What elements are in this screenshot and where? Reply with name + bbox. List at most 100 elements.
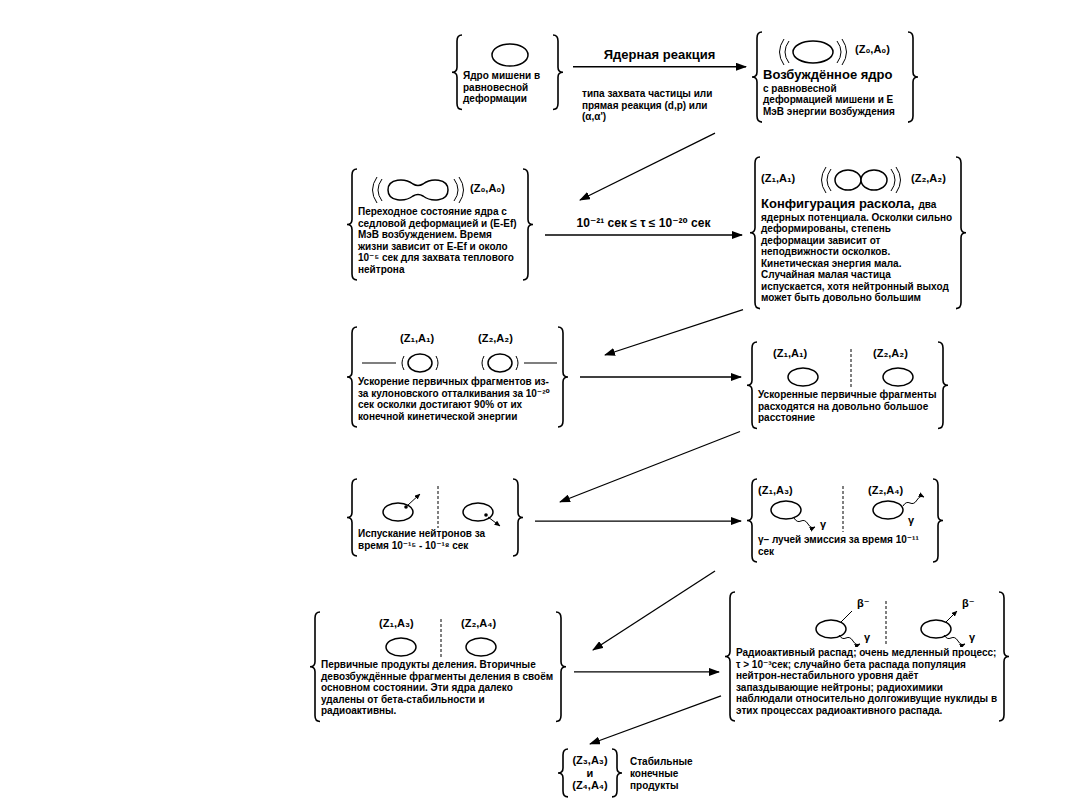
- flow-arrow: [593, 571, 715, 650]
- curly-brace: [747, 342, 948, 429]
- stage-node: (Z₃,A₃) и (Z₄,A₄) Стабильные конечные про…: [566, 752, 708, 794]
- nucleus-illustration: [463, 40, 552, 70]
- stage-description: с равновесной деформацией мишени и E МэВ…: [763, 83, 907, 118]
- curly-brace: [452, 35, 563, 110]
- curly-brace: [725, 592, 1009, 721]
- nuclide-label: β⁻: [857, 597, 870, 610]
- curly-brace: [558, 749, 622, 797]
- braced-box: (Z₀,A₀) Возбуждённое ядрос равновесной де…: [760, 35, 910, 119]
- stage-text: Возбуждённое ядрос равновесной деформаци…: [763, 67, 907, 117]
- stage-description: Ядро мишени в равновесной деформации: [463, 70, 552, 105]
- edge-label: Ядерная реакция: [602, 47, 718, 62]
- nuclide-label: (Z₀,A₀): [470, 182, 505, 195]
- braced-box: (Z₁,A₁) (Z₂,A₂) Конфигурация раскола,два я…: [758, 160, 958, 306]
- stage-description: Переходное состояние ядра с седловой деф…: [358, 206, 522, 275]
- stage-node: (Z₁,A₁) (Z₂,A₂) Конфигурация раскола,два я…: [758, 160, 958, 306]
- nucleus-figure: [463, 40, 552, 70]
- flow-arrow: [545, 234, 742, 235]
- braced-box: (Z₁,A₃) (Z₂,A₄) Первичные продукты деления…: [318, 615, 558, 719]
- stage-heading: Возбуждённое ядро: [763, 67, 907, 83]
- nuclide-label: γ: [864, 631, 870, 644]
- nuclide-label: γ: [908, 514, 914, 527]
- stage-description: Испускание нейтронов за время 10⁻¹⁵ - 10…: [358, 528, 512, 551]
- nuclide-label: γ: [820, 518, 826, 531]
- nucleus-figure: (Z₀,A₀): [358, 174, 522, 206]
- nuclide-label: (Z₂,A₂): [911, 172, 946, 185]
- curly-brace: [347, 479, 523, 556]
- flow-arrow: [574, 671, 719, 672]
- flow-arrow: [580, 376, 741, 377]
- nuclide-label: (Z₁,A₃): [379, 617, 414, 630]
- stage-node: (Z₀,A₀) Возбуждённое ядрос равновесной де…: [760, 35, 910, 119]
- braced-box: (Z₃,A₃) и (Z₄,A₄): [566, 752, 614, 794]
- stage-text: Конфигурация раскола,два ядерных потенци…: [761, 196, 955, 304]
- stage-text: γ– лучей эмиссия за время 10⁻¹¹ сек: [758, 534, 932, 557]
- nucleus-figure: (Z₁,A₁) (Z₂,A₂): [358, 332, 557, 376]
- stage-text: Ускоренные первичные фрагменты расходятс…: [758, 389, 937, 424]
- outside-heading: Стабильные конечные продукты: [630, 756, 708, 792]
- nucleus-figure: (Z₁,A₃) (Z₂,A₄) γ γ: [758, 484, 932, 534]
- curly-brace: [752, 32, 918, 122]
- nuclide-label: (Z₂,A₂): [478, 332, 513, 345]
- nuclide-label: (Z₂,A₄): [868, 484, 903, 497]
- nuclide-label: (Z₁,A₁): [400, 332, 434, 345]
- curly-brace: [750, 157, 966, 309]
- stage-node: Ядро мишени в равновесной деформации: [460, 38, 555, 107]
- nucleus-figure: (Z₁,A₁) (Z₂,A₂): [761, 162, 955, 196]
- stage-description: Ускорение первичных фрагментов из-за кул…: [358, 376, 557, 422]
- curly-brace: [347, 169, 533, 280]
- flow-arrow: [573, 66, 746, 67]
- stage-node: (Z₁,A₃) (Z₂,A₄) Первичные продукты деления…: [318, 615, 558, 719]
- flow-arrow: [535, 520, 741, 521]
- stage-node: (Z₁,A₁) (Z₂,A₂) Ускорение первичных фрагме…: [355, 330, 560, 424]
- braced-box: Ядро мишени в равновесной деформации: [460, 38, 555, 107]
- curly-brace: [747, 479, 943, 562]
- nucleus-figure: (Z₀,A₀): [763, 37, 907, 67]
- stage-text: Испускание нейтронов за время 10⁻¹⁵ - 10…: [358, 528, 512, 551]
- stage-node: (Z₁,A₃) (Z₂,A₄) γ γ γ– лучей эмиссия за врем…: [755, 482, 935, 559]
- nucleus-figure: (Z₁,A₁)(Z₂,A₂): [758, 347, 937, 389]
- nucleus-illustration: [358, 332, 557, 376]
- stage-node: β⁻ β⁻ γ γРадиоактивный распад; очень медлен…: [733, 595, 1001, 718]
- stage-description: Радиоактивный распад; очень медленный пр…: [736, 647, 998, 716]
- nucleus-illustration: [358, 484, 512, 528]
- nuclide-label: (Z₁,A₃): [758, 484, 793, 497]
- stage-text: (Z₃,A₃) и (Z₄,A₄): [569, 754, 611, 792]
- nuclide-label: (Z₂,A₂): [873, 347, 908, 360]
- stage-text: Ускорение первичных фрагментов из-за кул…: [358, 376, 557, 422]
- stage-text: Радиоактивный распад; очень медленный пр…: [736, 647, 998, 716]
- edge-label: 10⁻²¹ сек ≤ τ ≤ 10⁻²⁰ сек: [575, 216, 713, 230]
- nucleus-figure: β⁻ β⁻ γ γ: [736, 597, 998, 647]
- braced-box: (Z₁,A₁)(Z₂,A₂)Ускоренные первичные фрагм…: [755, 345, 940, 426]
- flow-arrow: [580, 133, 715, 200]
- curly-brace: [310, 612, 566, 722]
- stage-text: Первичные продукты деления. Вторичные де…: [321, 659, 555, 717]
- stage-description: γ– лучей эмиссия за время 10⁻¹¹ сек: [758, 534, 932, 557]
- stage-description: Первичные продукты деления. Вторичные де…: [321, 659, 555, 717]
- stage-heading: Конфигурация раскола,: [761, 196, 914, 211]
- flow-arrow: [605, 310, 743, 355]
- stage-description: Ускоренные первичные фрагменты расходятс…: [758, 389, 937, 424]
- braced-box: (Z₁,A₁) (Z₂,A₂) Ускорение первичных фрагме…: [355, 330, 560, 424]
- braced-box: (Z₁,A₃) (Z₂,A₄) γ γ γ– лучей эмиссия за врем…: [755, 482, 935, 559]
- stage-description: (Z₃,A₃) и (Z₄,A₄): [569, 754, 611, 792]
- stage-text: Ядро мишени в равновесной деформации: [463, 70, 552, 105]
- stage-text: Переходное состояние ядра с седловой деф…: [358, 206, 522, 275]
- braced-box: (Z₀,A₀) Переходное состояние ядра с седло…: [355, 172, 525, 277]
- flow-arrow: [590, 696, 721, 744]
- nuclide-label: β⁻: [962, 597, 975, 610]
- stage-node: (Z₁,A₁)(Z₂,A₂)Ускоренные первичные фрагм…: [755, 345, 940, 426]
- nuclide-label: (Z₀,A₀): [855, 43, 890, 56]
- flow-arrow: [560, 432, 740, 503]
- nuclide-label: (Z₁,A₁): [761, 172, 795, 185]
- nuclide-label: γ: [969, 631, 975, 644]
- nucleus-figure: [358, 484, 512, 528]
- nuclide-label: (Z₂,A₄): [461, 617, 496, 630]
- curly-brace: [347, 327, 568, 427]
- stage-description: два ядерных потенциала. Осколки сильно д…: [761, 199, 952, 303]
- stage-node: Испускание нейтронов за время 10⁻¹⁵ - 10…: [355, 482, 515, 553]
- nucleus-figure: (Z₁,A₃) (Z₂,A₄): [321, 617, 555, 659]
- stage-node: (Z₀,A₀) Переходное состояние ядра с седло…: [355, 172, 525, 277]
- nucleus-illustration: [321, 617, 555, 659]
